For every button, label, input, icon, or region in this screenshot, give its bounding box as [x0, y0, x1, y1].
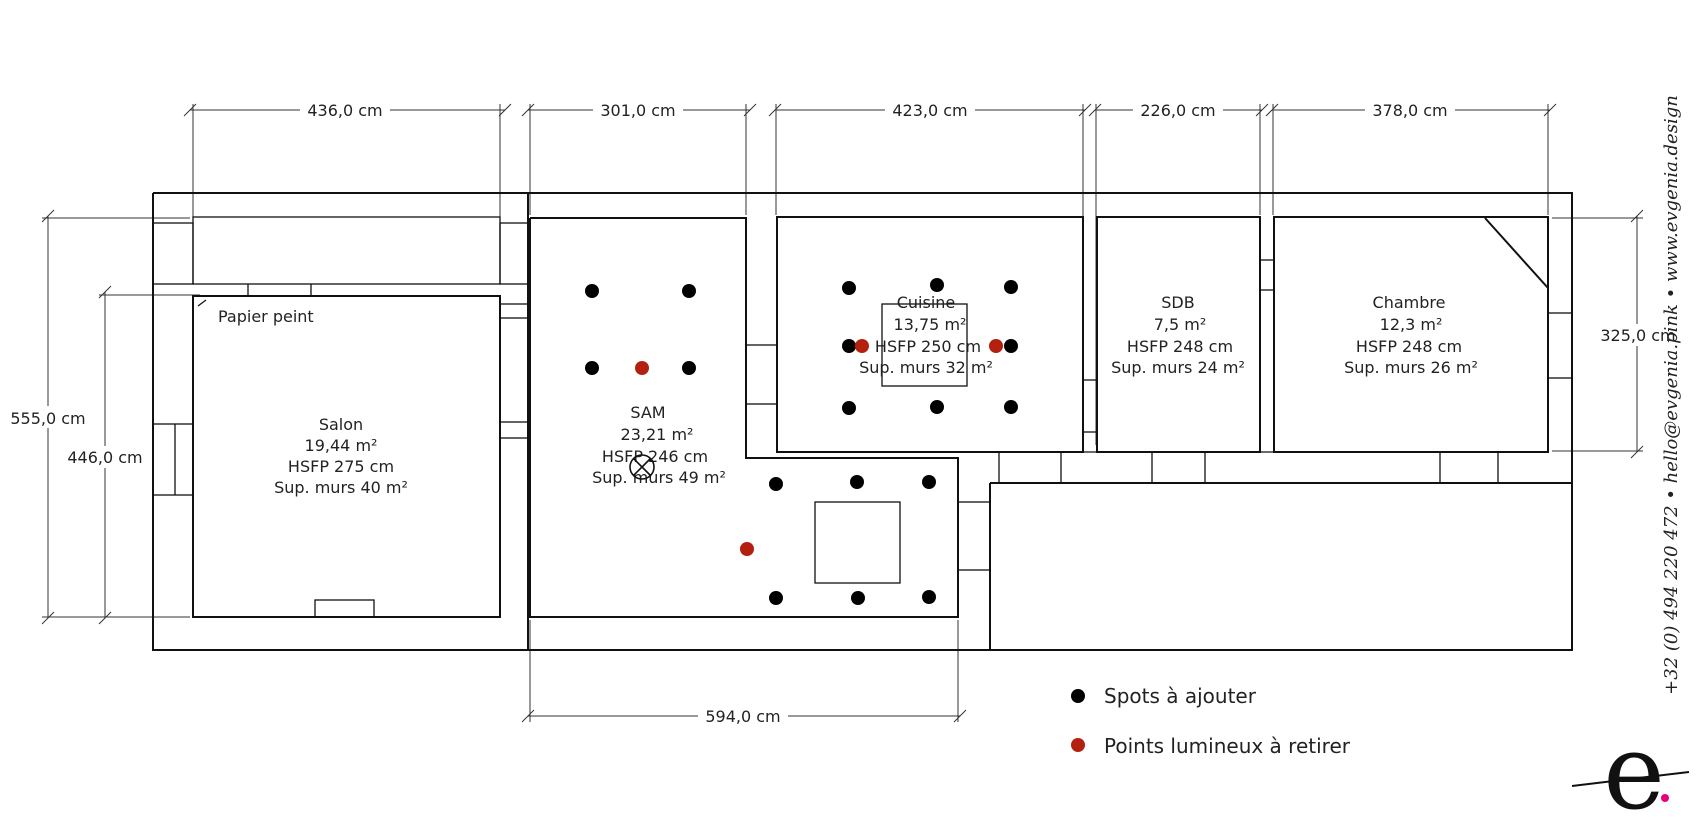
dim-total-height: 555,0 cm: [6, 209, 190, 625]
dim-total-height-label: 555,0 cm: [10, 409, 85, 428]
sam-outline: [529, 217, 959, 618]
room-name: SAM: [630, 403, 665, 422]
room-sdb-label: SDB 7,5 m² HSFP 248 cm Sup. murs 24 m²: [1111, 293, 1245, 377]
contact-info: +32 (0) 494 220 472 • hello@evgenia.pink…: [1661, 95, 1682, 695]
spot-add: [842, 339, 856, 353]
dim-sam-width-label: 301,0 cm: [600, 101, 675, 120]
logo-letter: e: [1603, 711, 1665, 831]
room-walls: Sup. murs 24 m²: [1111, 358, 1245, 377]
spot-add: [1004, 400, 1018, 414]
spot-add: [769, 477, 783, 491]
cuisine-outline: [776, 216, 1084, 453]
room-area: 13,75 m²: [894, 315, 967, 334]
existing-light-icon: [629, 454, 655, 480]
light-remove: [855, 339, 869, 353]
room-name: SDB: [1161, 293, 1194, 312]
room-area: 7,5 m²: [1154, 315, 1207, 334]
spot-add: [850, 475, 864, 489]
room-hsfp: HSFP 248 cm: [1127, 337, 1233, 356]
room-sam-label: SAM 23,21 m² HSFP 246 cm Sup. murs 49 m²: [592, 403, 726, 487]
spot-add: [1004, 339, 1018, 353]
spot-add: [682, 361, 696, 375]
outer-wall: [152, 192, 1573, 651]
legend-add-label: Spots à ajouter: [1104, 684, 1257, 708]
spot-add: [842, 281, 856, 295]
room-name: Chambre: [1373, 293, 1446, 312]
spot-add: [682, 284, 696, 298]
room-hsfp: HSFP 248 cm: [1356, 337, 1462, 356]
room-walls: Sup. murs 26 m²: [1344, 358, 1478, 377]
chambre-outline: [1273, 216, 1549, 453]
lights-to-remove: [635, 339, 1003, 556]
dim-salon-height-label: 446,0 cm: [67, 448, 142, 467]
dimensions: 436,0 cm 301,0 cm 423,0 cm: [6, 98, 1680, 727]
legend: Spots à ajouter Points lumineux à retire…: [1071, 684, 1351, 758]
dim-cuisine-width-label: 423,0 cm: [892, 101, 967, 120]
room-chambre-label: Chambre 12,3 m² HSFP 248 cm Sup. murs 26…: [1344, 293, 1478, 377]
dim-chambre-width-label: 378,0 cm: [1372, 101, 1447, 120]
dim-salon-width: 436,0 cm: [183, 98, 512, 270]
light-remove: [740, 542, 754, 556]
room-walls: Sup. murs 49 m²: [592, 468, 726, 487]
light-remove: [635, 361, 649, 375]
spot-add: [922, 475, 936, 489]
dim-salon-height: 446,0 cm: [62, 285, 200, 625]
room-area: 12,3 m²: [1380, 315, 1443, 334]
legend-add-marker: [1071, 689, 1085, 703]
spot-add: [1004, 280, 1018, 294]
room-name: Cuisine: [897, 293, 956, 312]
room-salon-label: Salon 19,44 m² HSFP 275 cm Sup. murs 40 …: [274, 415, 408, 497]
room-cuisine-label: Cuisine 13,75 m² HSFP 250 cm Sup. murs 3…: [859, 293, 993, 377]
spot-add: [842, 401, 856, 415]
spot-add: [930, 278, 944, 292]
room-hsfp: HSFP 275 cm: [288, 457, 394, 476]
dim-right-height: 325,0 cm: [1552, 209, 1680, 459]
brand-logo: e: [1571, 711, 1690, 831]
dim-sam-width: 301,0 cm: [521, 98, 757, 215]
spot-add: [585, 361, 599, 375]
dim-right-height-label: 325,0 cm: [1600, 326, 1675, 345]
spots-to-add: [585, 278, 1018, 605]
spot-add: [585, 284, 599, 298]
room-area: 23,21 m²: [621, 425, 694, 444]
legend-remove-marker: [1071, 738, 1085, 752]
room-area: 19,44 m²: [305, 436, 378, 455]
dim-cuisine-width: 423,0 cm: [768, 98, 1092, 445]
walls: [152, 192, 1573, 651]
logo-dot-icon: [1661, 794, 1669, 802]
dim-salon-width-label: 436,0 cm: [307, 101, 382, 120]
dim-bottom-width: 594,0 cm: [521, 620, 967, 727]
dim-bottom-width-label: 594,0 cm: [705, 707, 780, 726]
room-walls: Sup. murs 32 m²: [859, 358, 993, 377]
room-name: Salon: [319, 415, 363, 434]
wallpaper-note: Papier peint: [218, 307, 314, 326]
spot-add: [769, 591, 783, 605]
dim-sdb-width-label: 226,0 cm: [1140, 101, 1215, 120]
legend-remove-label: Points lumineux à retirer: [1104, 734, 1351, 758]
light-remove: [989, 339, 1003, 353]
dim-chambre-width: 378,0 cm: [1265, 98, 1557, 215]
room-walls: Sup. murs 40 m²: [274, 478, 408, 497]
room-hsfp: HSFP 246 cm: [602, 447, 708, 466]
spot-add: [851, 591, 865, 605]
spot-add: [922, 590, 936, 604]
spot-add: [930, 400, 944, 414]
room-hsfp: HSFP 250 cm: [875, 337, 981, 356]
sdb-outline: [1096, 216, 1261, 453]
dim-sdb-width: 226,0 cm: [1088, 98, 1269, 445]
